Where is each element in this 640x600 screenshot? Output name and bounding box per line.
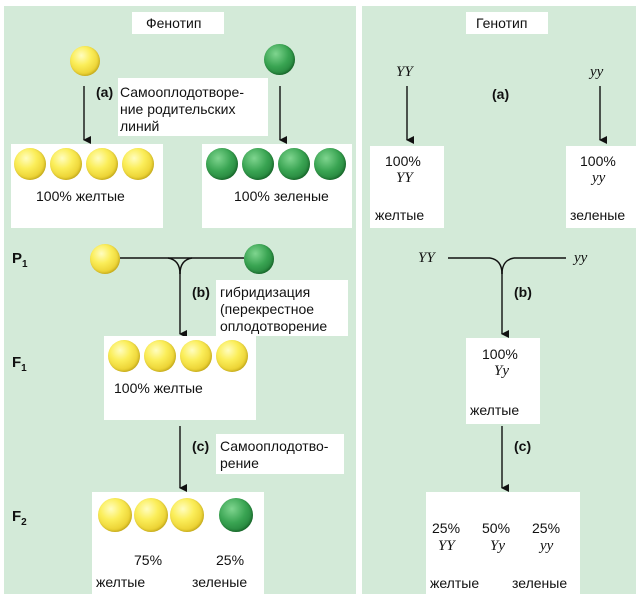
geno-f2-result-box (426, 492, 580, 594)
geno-f2-pct-1: 25% (432, 520, 461, 536)
step-c-marker: (c) (192, 438, 210, 454)
geno-right-pct: 100% (580, 153, 616, 169)
step-b-marker: (b) (192, 284, 210, 300)
geno-right-genotype: yy (592, 170, 606, 186)
green-pea (206, 148, 238, 180)
geno-f2-gen-2: Yy (490, 538, 505, 554)
green-result-label: 100% зеленые (234, 188, 329, 204)
step-b-line2: (перекрестное (220, 301, 315, 317)
geno-f2-pct-2: 50% (482, 520, 511, 536)
step-a-line2: ние родительских (120, 101, 236, 117)
gen-label-p1: P1 (12, 250, 28, 270)
green-pea-p1 (244, 244, 274, 274)
geno-f2-gen-1: YY (438, 538, 455, 554)
green-pea (219, 498, 253, 532)
yellow-result-label: 100% желтые (36, 188, 125, 204)
geno-left-pct: 100% (385, 153, 421, 169)
geno-left-result-box (370, 146, 444, 228)
yellow-pea (216, 340, 248, 372)
yellow-pea-p1 (90, 244, 120, 274)
geno-f2-label-yellow: желтые (430, 575, 480, 591)
green-pea-parent (264, 44, 295, 75)
f2-green-pct: 25% (216, 552, 245, 568)
geno-right-result-box (566, 146, 636, 228)
geno-right-label: зеленые (570, 207, 626, 223)
genotype-header-box (466, 12, 548, 34)
geno-parent-dominant: YY (396, 64, 413, 80)
step-a-line3: линий (120, 118, 160, 134)
yellow-pea (144, 340, 176, 372)
geno-parent-recessive: yy (590, 64, 604, 80)
step-a-text-box (118, 78, 268, 136)
step-c-line2: рение (220, 455, 259, 471)
yellow-pea-parent (70, 46, 100, 76)
geno-f1-result-box (466, 338, 540, 424)
geno-f1-label: желтые (470, 402, 520, 418)
step-c-line1: Самооплодотво- (220, 438, 329, 454)
geno-f2-label-green: зеленые (512, 575, 568, 591)
yellow-pea (86, 148, 118, 180)
genotype-header: Генотип (476, 15, 528, 31)
geno-left-genotype: YY (396, 170, 413, 186)
step-b-line1: гибридизация (220, 284, 311, 300)
gen-label-f1: F1 (12, 354, 27, 374)
step-a-line1: Самооплодотворе- (120, 84, 244, 100)
yellow-pea (134, 498, 168, 532)
geno-left-label: желтые (375, 207, 425, 223)
geno-f2-gen-3: yy (540, 538, 554, 554)
step-c-text-box (216, 434, 344, 474)
yellow-pea (122, 148, 154, 180)
green-pea (242, 148, 274, 180)
geno-step-c-marker: (c) (514, 438, 532, 454)
yellow-pea (108, 340, 140, 372)
geno-step-b-marker: (b) (514, 284, 532, 300)
step-b-text-box (216, 280, 348, 336)
yellow-pea (14, 148, 46, 180)
geno-cross-right: yy (574, 250, 588, 266)
yellow-pea (50, 148, 82, 180)
phenotype-header: Фенотип (146, 15, 202, 31)
f1-result-label: 100% желтые (114, 380, 203, 396)
gen-label-f2: F2 (12, 508, 27, 528)
yellow-pea (98, 498, 132, 532)
geno-f2-pct-3: 25% (532, 520, 561, 536)
green-pea (278, 148, 310, 180)
f2-green-label: зеленые (192, 574, 248, 590)
phenotype-header-box (132, 12, 224, 34)
step-b-line3: оплодотворение (220, 318, 328, 334)
geno-cross-left: YY (418, 250, 435, 266)
f2-yellow-label: желтые (96, 574, 146, 590)
geno-f1-genotype: Yy (494, 363, 509, 379)
f2-yellow-pct: 75% (134, 552, 163, 568)
yellow-pea (170, 498, 204, 532)
geno-f1-pct: 100% (482, 346, 518, 362)
step-a-marker: (a) (96, 84, 114, 100)
green-pea (314, 148, 346, 180)
geno-step-a-marker: (a) (492, 86, 510, 102)
yellow-pea (180, 340, 212, 372)
